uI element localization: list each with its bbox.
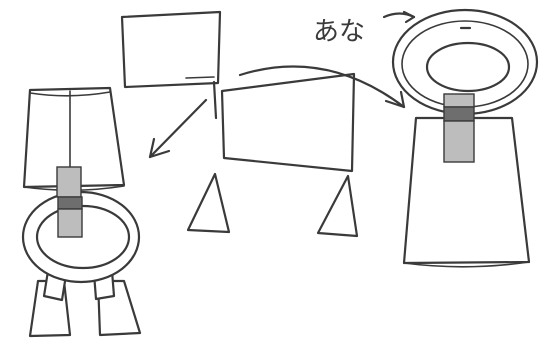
strap-light-bottom bbox=[58, 209, 82, 237]
card-upper-dash bbox=[186, 77, 214, 78]
ring-hole bbox=[37, 206, 129, 268]
strap-light-top bbox=[57, 167, 81, 197]
hole-opening bbox=[427, 43, 509, 91]
assembled-figure bbox=[23, 88, 140, 336]
strap-dark-middle bbox=[58, 197, 82, 209]
cone-foot-right bbox=[318, 176, 357, 236]
connector-pin bbox=[214, 82, 216, 118]
hole-strap-dark-middle bbox=[444, 107, 474, 121]
small-pointer-arrow-head bbox=[404, 12, 414, 22]
hole-strap-light-top bbox=[444, 94, 474, 107]
hole-figure bbox=[384, 10, 537, 267]
arrow-to-assembled-shaft bbox=[150, 100, 206, 157]
hole-strap-light-bottom bbox=[444, 121, 474, 162]
annotation-label: あな bbox=[313, 17, 365, 47]
card-upper bbox=[122, 12, 220, 87]
cone-foot-left bbox=[188, 174, 229, 232]
card-lower bbox=[222, 74, 354, 171]
